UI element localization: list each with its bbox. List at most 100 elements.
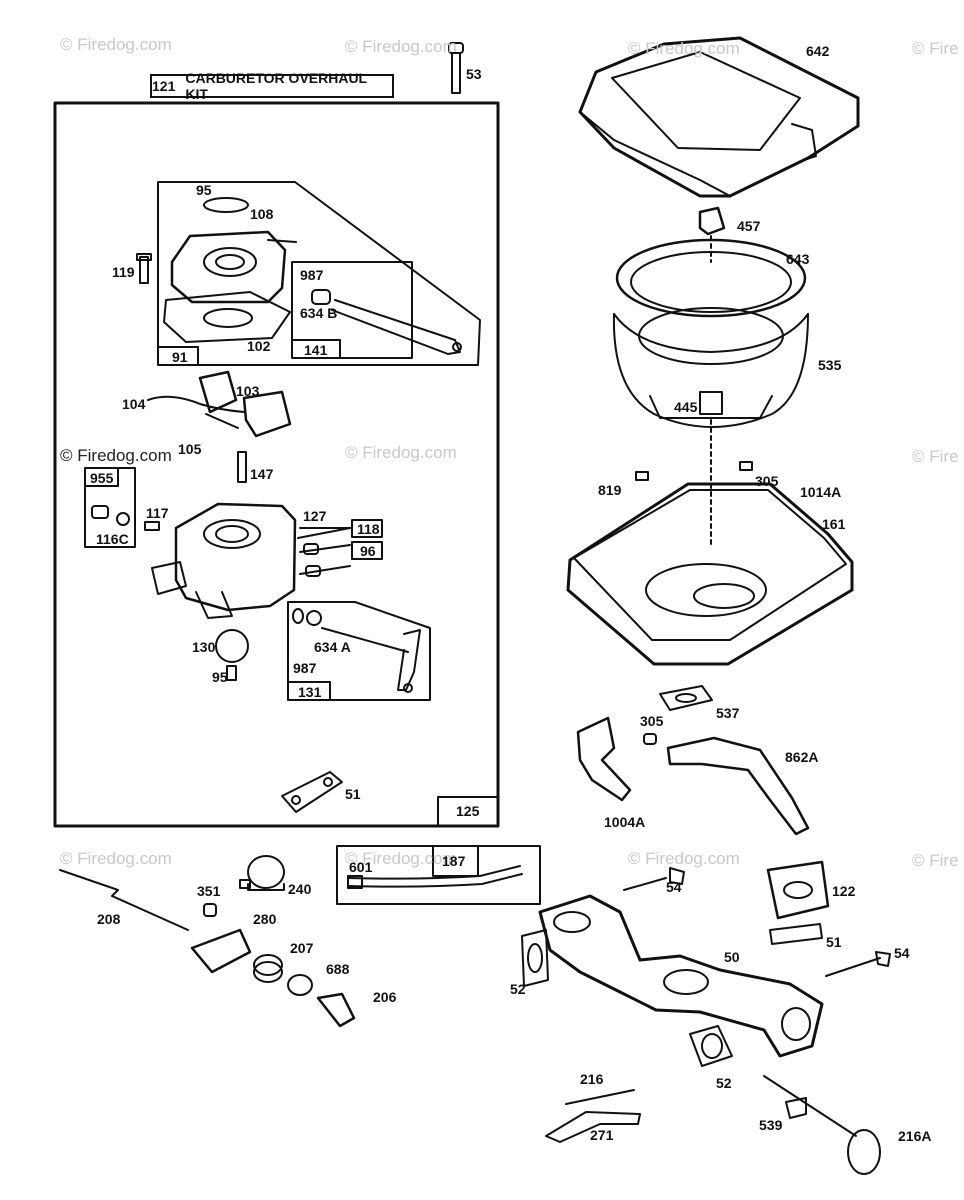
part-label-271: 271 (590, 1127, 614, 1143)
part-label-643: 643 (786, 251, 810, 267)
part-label-535: 535 (818, 357, 842, 373)
kit-number: 121 (152, 78, 176, 94)
part-label-862a: 862A (785, 749, 819, 765)
gasket-52-bottom (689, 1025, 733, 1067)
box-label-125: 125 (456, 803, 480, 819)
part-label-206: 206 (373, 989, 397, 1005)
part-label-122: 122 (832, 883, 856, 899)
part-label-95: 95 (196, 182, 212, 198)
upper-body-box (136, 181, 481, 366)
screw-305-lower (643, 733, 657, 745)
box-label-96: 96 (360, 543, 376, 559)
watermark: © Firedog.com (345, 849, 457, 868)
watermark: © Firedog.com (60, 35, 172, 54)
choke-box (287, 601, 431, 701)
part-label-216a: 216A (898, 1128, 932, 1144)
part-label-95-lower: 95 (212, 669, 228, 685)
watermark: © Firedog.com (628, 39, 740, 58)
watermark: © Firedog.com (60, 849, 172, 868)
box-label-141: 141 (304, 342, 328, 358)
watermark: © Firedog.com (60, 446, 172, 465)
gasket-537 (659, 685, 713, 711)
float-assembly (147, 370, 292, 438)
part-label-130: 130 (192, 639, 216, 655)
part-label-987-lower: 987 (293, 660, 317, 676)
carburetor-body (144, 451, 383, 681)
part-label-51: 51 (826, 934, 842, 950)
screw-53 (448, 42, 464, 94)
link-216a (763, 1075, 857, 1137)
part-label-280: 280 (253, 911, 277, 927)
box-label-131: 131 (298, 684, 322, 700)
part-label-537: 537 (716, 705, 740, 721)
cap-688 (287, 974, 313, 996)
part-label-601: 601 (349, 859, 373, 875)
cap-206 (316, 992, 356, 1028)
part-label-642: 642 (806, 43, 830, 59)
watermark: © Firedog.com (345, 443, 457, 462)
bolt-54-upper (623, 867, 685, 891)
part-label-539: 539 (759, 1117, 783, 1133)
part-label-54: 54 (666, 879, 682, 895)
watermark: © Fire (912, 447, 959, 466)
gasket-52-left (521, 929, 549, 987)
kit-title: CARBURETOR OVERHAUL KIT (185, 70, 367, 102)
kit-panel-frame (53, 101, 500, 828)
part-label-207: 207 (290, 940, 314, 956)
watermark: © Firedog.com (345, 37, 457, 56)
part-label-116c: 116C (96, 531, 129, 547)
part-label-147: 147 (250, 466, 274, 482)
part-label-1014a: 1014A (800, 484, 842, 500)
part-label-119: 119 (112, 264, 135, 280)
part-label-105: 105 (178, 441, 202, 457)
part-label-987: 987 (300, 267, 324, 283)
part-label-108: 108 (250, 206, 274, 222)
air-cleaner-base (566, 461, 854, 666)
part-label-457: 457 (737, 218, 761, 234)
link-216 (565, 1089, 635, 1105)
part-label-634a: 634 A (314, 639, 351, 655)
part-label-351: 351 (197, 883, 221, 899)
bracket-1004a (576, 716, 632, 802)
bolt-54-lower (825, 951, 891, 977)
part-label-52-lower: 52 (716, 1075, 732, 1091)
bracket-271 (545, 1111, 641, 1143)
bracket-280 (190, 928, 252, 974)
part-label-688: 688 (326, 961, 350, 977)
part-label-102: 102 (247, 338, 271, 354)
part-label-54-right: 54 (894, 945, 910, 961)
gasket-51-kit (281, 771, 343, 813)
box-label-91: 91 (172, 349, 188, 365)
intake-manifold-50 (538, 894, 824, 1058)
part-label-161: 161 (822, 516, 846, 532)
air-cleaner-cover (578, 36, 860, 198)
watermark: © Firedog.com (628, 849, 740, 868)
part-label-819: 819 (598, 482, 622, 498)
part-label-305-lower: 305 (640, 713, 664, 729)
part-label-103: 103 (236, 383, 260, 399)
part-label-1004a: 1004A (604, 814, 646, 830)
part-label-52: 52 (510, 981, 526, 997)
part-label-50: 50 (724, 949, 740, 965)
link-862a (666, 736, 810, 836)
part-label-216: 216 (580, 1071, 604, 1087)
kit-title-box: 121 CARBURETOR OVERHAUL KIT (150, 70, 394, 102)
part-label-305: 305 (755, 473, 779, 489)
spacer-122 (766, 860, 830, 920)
watermark: © Fire (912, 39, 959, 58)
watermark: © Fire (912, 851, 959, 870)
box-label-955: 955 (90, 470, 114, 486)
part-label-240: 240 (288, 881, 312, 897)
part-label-104: 104 (122, 396, 146, 412)
box-label-118: 118 (357, 521, 380, 537)
part-label-634b: 634 B (300, 305, 338, 321)
knob-457 (698, 206, 726, 236)
fuel-line-box (336, 845, 541, 905)
inlet-box (84, 467, 136, 548)
part-label-53: 53 (466, 66, 482, 82)
box-label-187: 187 (442, 853, 466, 869)
screw-351 (203, 903, 217, 917)
primer-240 (239, 855, 285, 891)
air-filter-stack (612, 238, 809, 428)
